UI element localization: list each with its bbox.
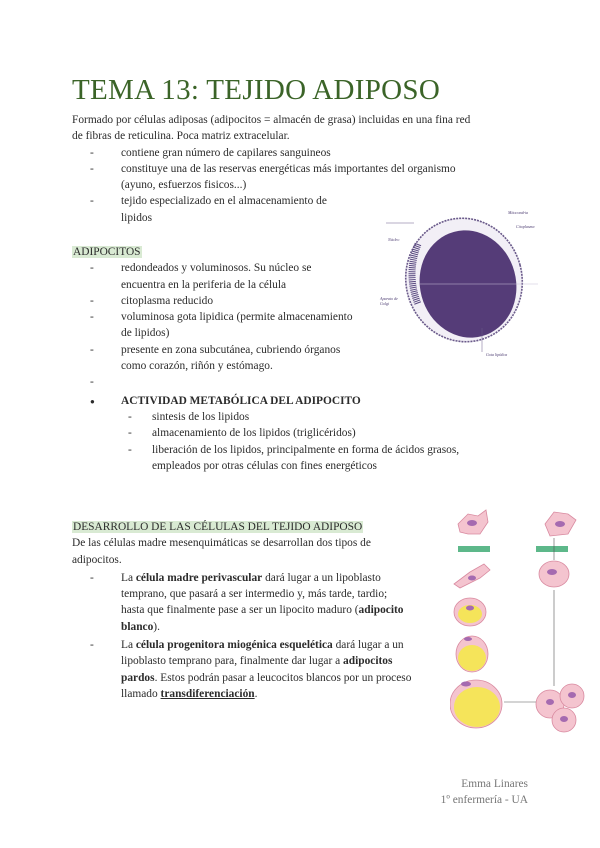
desarrollo-line: De las células madre mesenquimáticas se … xyxy=(72,537,371,550)
underlined-text: transdiferenciación xyxy=(160,687,255,700)
bullet-item: - redondeados y voluminosos. Su núcleo se… xyxy=(72,260,459,293)
adipocitos-bullets: - redondeados y voluminosos. Su núcleo se… xyxy=(72,260,459,390)
bullet-text: (ayuno, esfuerzos fisicos...) xyxy=(121,179,247,192)
label-golgi: Aparato de Golgi xyxy=(380,296,398,306)
label-lipid: Gota lipídica xyxy=(486,352,508,357)
bullet-text: almacenamiento de los lipidos (triglicér… xyxy=(152,427,356,440)
label-cytoplasm: Citoplasma xyxy=(516,224,535,229)
bullet-item: - voluminosa gota lipidica (permite almac… xyxy=(72,309,459,342)
page-title: TEMA 13: TEJIDO ADIPOSO xyxy=(72,74,441,106)
desarrollo-line: adipocitos. xyxy=(72,553,122,566)
bullet-item: - contiene gran número de capilares sangu… xyxy=(72,145,470,161)
development-illustration xyxy=(449,509,585,733)
text: La xyxy=(121,571,136,584)
dash: - xyxy=(128,443,132,456)
bold-text: adipocitos xyxy=(343,655,393,668)
bullet-text: voluminosa gota lipidica (permite almace… xyxy=(121,311,353,324)
dash: - xyxy=(90,195,94,208)
bullet-item: - tejido especializado en el almacenamien… xyxy=(72,193,470,226)
bold-text: adipocito xyxy=(358,604,404,617)
course-label: 1º enfermería - UA xyxy=(440,794,528,806)
text: . Estos podrán pasar a leucocitos blanco… xyxy=(154,671,412,684)
bullet-text: encuentra en la periferia de la célula xyxy=(121,278,287,291)
adipocyte-illustration xyxy=(386,217,538,352)
section-heading: DESARROLLO DE LAS CÉLULAS DEL TEJIDO ADI… xyxy=(72,521,364,533)
bullet-text: presente en zona subcutánea, cubriendo ó… xyxy=(121,343,341,356)
footer: Emma Linares 1º enfermería - UA xyxy=(441,776,528,808)
dash: - xyxy=(90,343,94,356)
text: lipoblasto temprano para, finalmente dar… xyxy=(121,655,344,668)
intro-line: Formado por células adiposas (adipocitos… xyxy=(72,114,471,126)
intro-section: Formado por células adiposas (adipocitos… xyxy=(72,112,470,226)
bullet-item: - citoplasma reducido xyxy=(72,293,459,309)
text: hasta que finalmente pase a ser un lipoc… xyxy=(121,604,359,617)
label-nucleus: Núcleo xyxy=(388,237,400,242)
dash: - xyxy=(90,639,94,652)
desarrollo-section: DESARROLLO DE LAS CÉLULAS DEL TEJIDO ADI… xyxy=(72,519,411,702)
bold-text: pardos xyxy=(121,671,155,684)
bullet-item: - liberación de los lipidos, principalmen… xyxy=(72,442,459,475)
bullet-text: redondeados y voluminosos. Su núcleo se xyxy=(121,262,312,275)
text: La xyxy=(121,639,136,652)
bullet-item: - presente en zona subcutánea, cubriendo … xyxy=(72,342,459,375)
dash: - xyxy=(90,146,94,159)
bullet-text: tejido especializado en el almacenamient… xyxy=(121,195,327,208)
bullet-text: constituye una de las reservas energétic… xyxy=(121,162,456,175)
dash: - xyxy=(90,376,94,389)
bullet-dot: ● xyxy=(90,396,95,406)
bullet-text: liberación de los lipidos, principalment… xyxy=(152,443,460,456)
dash: - xyxy=(128,410,132,423)
text: . xyxy=(254,687,258,700)
bold-text: célula madre perivascular xyxy=(135,571,263,584)
adipocitos-section: ADIPOCITOS - redondeados y voluminosos. S… xyxy=(72,244,459,474)
adipocyte-figure: Núcleo Mitocondria Citoplasma Aparato de… xyxy=(378,204,538,364)
bullet-text: lipidos xyxy=(121,211,153,224)
dash: - xyxy=(90,262,94,275)
dash: - xyxy=(90,162,94,175)
bullet-text: contiene gran número de capilares sangui… xyxy=(121,146,331,159)
section-heading: ADIPOCITOS xyxy=(72,246,142,258)
bullet-text: citoplasma reducido xyxy=(121,294,214,307)
activity-heading: ACTIVIDAD METABÓLICA DEL ADIPOCITO xyxy=(121,394,361,407)
bold-text: célula progenitora miogénica esquelética xyxy=(135,639,333,652)
bullet-item: - La célula progenitora miogénica esquelé… xyxy=(72,637,411,702)
bold-text: blanco xyxy=(121,620,154,633)
bullet-item: - almacenamiento de los lipidos (triglicé… xyxy=(72,425,459,441)
dash: - xyxy=(128,427,132,440)
bullet-text: de lipidos) xyxy=(121,327,170,340)
text: ). xyxy=(153,620,160,633)
bullet-item: - constituye una de las reservas energéti… xyxy=(72,161,470,194)
intro-line: de fibras de reticulina. Poca matriz ext… xyxy=(72,130,290,143)
bullet-text: empleados por otras células con fines en… xyxy=(152,459,377,472)
dash: - xyxy=(90,571,94,584)
dash: - xyxy=(90,311,94,324)
bullet-text: sintesis de los lipidos xyxy=(152,410,250,423)
text: dará lugar a un lipoblasto xyxy=(262,571,381,584)
activity-heading-row: ● ACTIVIDAD METABÓLICA DEL ADIPOCITO xyxy=(72,393,459,409)
adipocyte-development-figure xyxy=(449,494,595,736)
bullet-item: - La célula madre perivascular dará lugar… xyxy=(72,570,411,635)
bullet-item: - sintesis de los lipidos xyxy=(72,409,459,425)
bullet-text: como corazón, riñón y estómago. xyxy=(121,360,273,373)
intro-bullets: - contiene gran número de capilares sangu… xyxy=(72,145,470,226)
bullet-item: - xyxy=(72,374,459,390)
text: llamado xyxy=(121,687,161,700)
dash: - xyxy=(90,294,94,307)
text: dará lugar a un xyxy=(332,639,404,652)
text: temprano, que pasará a ser intermedio y,… xyxy=(121,588,388,601)
label-mitochondria: Mitocondria xyxy=(508,210,528,215)
author-name: Emma Linares xyxy=(461,778,528,790)
activity-items: - sintesis de los lipidos - almacenamiento … xyxy=(72,409,459,474)
